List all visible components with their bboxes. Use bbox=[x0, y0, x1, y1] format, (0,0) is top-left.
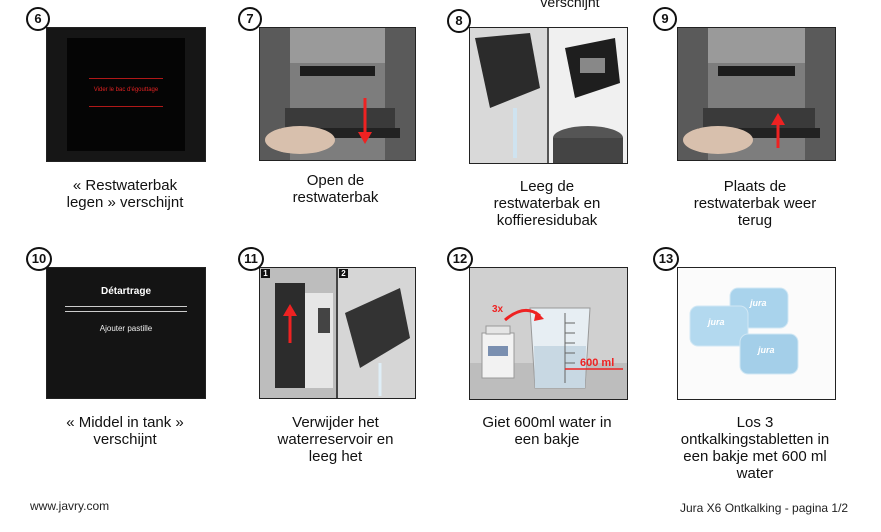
reservoir-illustration bbox=[260, 268, 415, 398]
step-number: 9 bbox=[653, 7, 677, 31]
top-caption: verschijnt bbox=[540, 0, 600, 10]
caption-line: Plaats de bbox=[723, 178, 787, 195]
caption-line: waterreservoir en bbox=[277, 431, 394, 448]
divider bbox=[89, 78, 163, 79]
step-11-reservoir-photo: 1 2 bbox=[259, 267, 416, 399]
annotation-volume: 600 ml bbox=[580, 357, 615, 369]
measuring-illustration bbox=[470, 268, 627, 399]
caption-line: ontkalkingstabletten in bbox=[680, 431, 830, 448]
step-number: 7 bbox=[238, 7, 262, 31]
caption-line: Verwijder het bbox=[292, 414, 379, 431]
footer-page-info: Jura X6 Ontkalking - pagina 1/2 bbox=[680, 501, 849, 515]
caption-line: koffieresidubak bbox=[496, 212, 598, 229]
step-6-display-photo: Vider le bac d'égouttage bbox=[46, 27, 206, 162]
step-8-emptying-photo bbox=[469, 27, 628, 164]
caption-line: een bakje met 600 ml bbox=[683, 448, 827, 465]
caption-line: Giet 600ml water in bbox=[482, 414, 612, 431]
caption-line: Open de bbox=[306, 172, 365, 189]
step-number: 6 bbox=[26, 7, 50, 31]
display-message: Vider le bac d'égouttage bbox=[93, 87, 159, 93]
step-12-measuring-photo: 3x 600 ml bbox=[469, 267, 628, 400]
caption-line: Los 3 bbox=[736, 414, 774, 431]
caption-line: restwaterbak en bbox=[493, 195, 601, 212]
step-number: 12 bbox=[447, 247, 473, 271]
footer-website: www.javry.com bbox=[30, 499, 110, 513]
caption-line: terug bbox=[737, 212, 773, 229]
display-message: Ajouter pastille bbox=[99, 324, 153, 333]
step-11-caption: Verwijder het waterreservoir en leeg het bbox=[238, 414, 433, 465]
machine-drawer-illustration bbox=[678, 28, 835, 160]
step-10-display-photo: Détartrage Ajouter pastille bbox=[46, 267, 206, 399]
tablets-illustration bbox=[678, 268, 835, 399]
step-6-caption: « Restwaterbak legen » verschijnt bbox=[30, 177, 220, 211]
tablet-logo: jura bbox=[708, 317, 725, 327]
divider bbox=[89, 106, 163, 107]
annotation-times: 3x bbox=[492, 304, 504, 315]
step-13-caption: Los 3 ontkalkingstabletten in een bakje … bbox=[645, 414, 865, 482]
display-title: Détartrage bbox=[100, 286, 152, 297]
caption-line: leeg het bbox=[308, 448, 363, 465]
caption-line: restwaterbak weer bbox=[693, 195, 817, 212]
divider bbox=[65, 311, 187, 312]
step-8-caption: Leeg de restwaterbak en koffieresidubak bbox=[452, 178, 642, 229]
step-9-caption: Plaats de restwaterbak weer terug bbox=[660, 178, 850, 229]
step-number: 8 bbox=[447, 9, 471, 33]
caption-line: « Restwaterbak bbox=[72, 177, 178, 194]
step-13-tablets-photo: jura jura jura bbox=[677, 267, 836, 400]
step-10-caption: « Middel in tank » verschijnt bbox=[30, 414, 220, 448]
tablet-logo: jura bbox=[750, 298, 767, 308]
machine-drawer-illustration bbox=[260, 28, 415, 160]
step-number: 11 bbox=[238, 247, 264, 271]
step-number: 13 bbox=[653, 247, 679, 271]
caption-line: « Middel in tank » bbox=[66, 414, 184, 431]
step-number: 10 bbox=[26, 247, 52, 271]
emptying-illustration bbox=[470, 28, 627, 163]
step-12-caption: Giet 600ml water in een bakje bbox=[452, 414, 642, 448]
tablet-logo: jura bbox=[758, 345, 775, 355]
step-9-machine-photo bbox=[677, 27, 836, 161]
panel-label: 1 bbox=[261, 269, 270, 278]
caption-line: restwaterbak bbox=[292, 189, 379, 206]
divider bbox=[65, 306, 187, 307]
caption-line: legen » verschijnt bbox=[66, 194, 184, 211]
panel-label: 2 bbox=[339, 269, 348, 278]
display-screen: Vider le bac d'égouttage bbox=[67, 38, 185, 151]
step-7-machine-photo bbox=[259, 27, 416, 161]
caption-line: verschijnt bbox=[93, 431, 157, 448]
caption-line: Leeg de bbox=[519, 178, 575, 195]
step-7-caption: Open de restwaterbak bbox=[238, 172, 433, 206]
caption-line: een bakje bbox=[514, 431, 580, 448]
caption-line: water bbox=[736, 465, 774, 482]
